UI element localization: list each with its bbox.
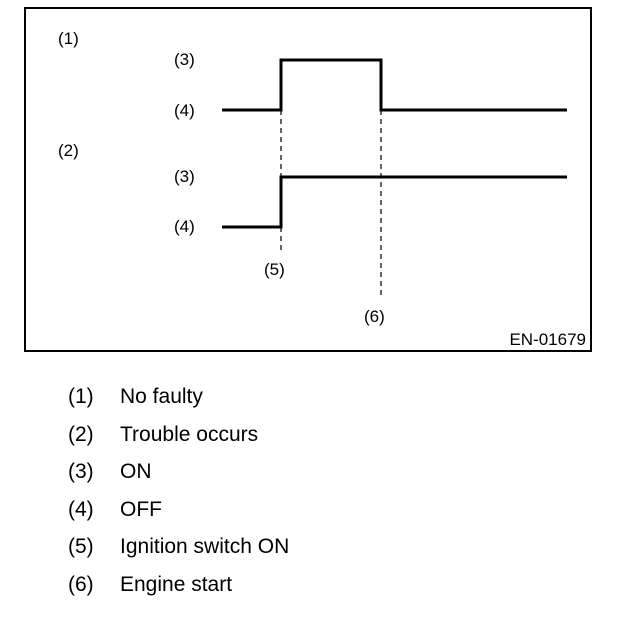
legend-text: Ignition switch ON — [120, 535, 290, 558]
legend-item: (3) ON — [68, 455, 289, 493]
graph-label-trouble: (2) — [58, 141, 79, 160]
legend-number: (2) — [68, 422, 94, 446]
timing-diagram: (1) (2) (3) (4) (3) (4) (5) (6) EN-01679 — [58, 29, 586, 349]
event-label-ignition: (5) — [264, 260, 285, 279]
legend-text: Engine start — [120, 572, 233, 596]
timing-diagram-frame — [24, 7, 592, 352]
legend-number: (4) — [68, 497, 94, 521]
trouble-signal-line — [222, 175, 567, 229]
legend-text: No faulty — [120, 385, 203, 408]
graph-label-no-faulty: (1) — [58, 29, 79, 48]
legend-list: (1) No faulty (2) Trouble occurs (3) ON (4)… — [68, 380, 289, 605]
legend-item: (2) Trouble occurs — [68, 418, 289, 456]
legend-number: (1) — [68, 385, 94, 408]
legend-text: ON — [120, 460, 152, 483]
level-label-on-2: (3) — [174, 167, 195, 186]
legend-number: (6) — [68, 572, 94, 596]
event-label-engine-start: (6) — [364, 307, 385, 326]
legend-number: (3) — [68, 460, 94, 483]
level-label-off-1: (4) — [174, 101, 195, 120]
legend-item: (6) Engine start — [68, 568, 289, 606]
level-label-on-1: (3) — [174, 50, 195, 69]
legend-item: (5) Ignition switch ON — [68, 530, 289, 568]
legend-number: (5) — [68, 535, 94, 558]
legend-text: OFF — [120, 497, 162, 521]
level-label-off-2: (4) — [174, 217, 195, 236]
no-faulty-signal-line — [222, 58, 567, 112]
legend-item: (4) OFF — [68, 493, 289, 531]
figure-id: EN-01679 — [509, 330, 586, 349]
legend-text: Trouble occurs — [120, 422, 259, 446]
legend-item: (1) No faulty — [68, 380, 289, 418]
